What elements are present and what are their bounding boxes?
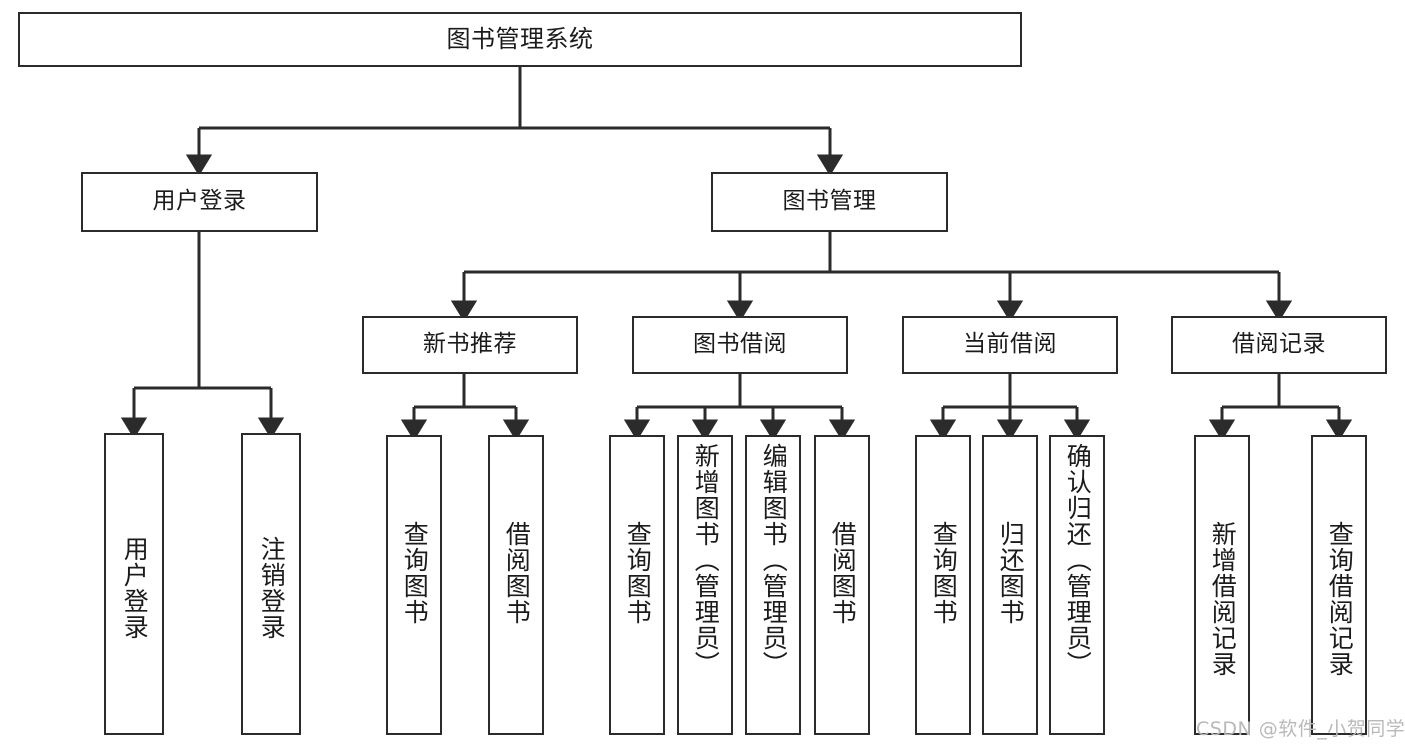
leaf-query-book-new-label: 查询图书 [400, 521, 430, 625]
leaf-return-book-label: 归还图书 [996, 521, 1026, 625]
leaf-logout-label: 注销登录 [257, 536, 287, 640]
node-user-login-label: 用户登录 [152, 188, 247, 215]
leaf-query-borrow-record[interactable]: 查询借阅记录 [1311, 435, 1367, 735]
leaf-add-book-admin[interactable]: 新增图书（管理员） [677, 435, 733, 735]
leaf-borrow-book-label: 借阅图书 [828, 521, 858, 625]
leaf-edit-book-admin-label: 编辑图书（管理员） [759, 443, 789, 677]
node-current-borrow[interactable]: 当前借阅 [902, 316, 1118, 374]
node-new-book-recommend[interactable]: 新书推荐 [362, 316, 578, 374]
node-new-book-recommend-label: 新书推荐 [423, 331, 517, 358]
node-root-label: 图书管理系统 [446, 25, 594, 54]
leaf-query-book-borrow[interactable]: 查询图书 [609, 435, 665, 735]
leaf-query-book-current-label: 查询图书 [929, 521, 959, 625]
leaf-edit-book-admin[interactable]: 编辑图书（管理员） [745, 435, 801, 735]
leaf-query-book-current[interactable]: 查询图书 [915, 435, 971, 735]
leaf-user-login[interactable]: 用户登录 [104, 433, 164, 735]
leaf-borrow-book-new[interactable]: 借阅图书 [488, 435, 544, 735]
leaf-confirm-return-admin[interactable]: 确认归还（管理员） [1049, 435, 1105, 735]
leaf-add-borrow-record[interactable]: 新增借阅记录 [1194, 435, 1250, 735]
node-user-login[interactable]: 用户登录 [81, 172, 318, 232]
leaf-query-borrow-record-label: 查询借阅记录 [1325, 521, 1355, 677]
node-root-book-management-system[interactable]: 图书管理系统 [18, 12, 1022, 67]
node-current-borrow-label: 当前借阅 [963, 331, 1057, 358]
node-book-management[interactable]: 图书管理 [711, 172, 948, 232]
leaf-confirm-return-admin-label: 确认归还（管理员） [1063, 443, 1093, 677]
leaf-query-book-new[interactable]: 查询图书 [386, 435, 442, 735]
leaf-user-login-label: 用户登录 [120, 536, 150, 640]
node-book-borrow[interactable]: 图书借阅 [632, 316, 848, 374]
node-book-borrow-label: 图书借阅 [693, 331, 787, 358]
leaf-add-borrow-record-label: 新增借阅记录 [1208, 521, 1238, 677]
leaf-borrow-book[interactable]: 借阅图书 [814, 435, 870, 735]
leaf-query-book-borrow-label: 查询图书 [623, 521, 653, 625]
csdn-watermark: CSDN @软件_小贺同学 [1196, 718, 1405, 740]
leaf-logout[interactable]: 注销登录 [241, 433, 301, 735]
leaf-return-book[interactable]: 归还图书 [982, 435, 1038, 735]
node-book-management-label: 图书管理 [782, 188, 877, 215]
leaf-borrow-book-new-label: 借阅图书 [502, 521, 532, 625]
node-borrow-records-label: 借阅记录 [1232, 331, 1326, 358]
leaf-add-book-admin-label: 新增图书（管理员） [691, 443, 721, 677]
node-borrow-records[interactable]: 借阅记录 [1171, 316, 1387, 374]
